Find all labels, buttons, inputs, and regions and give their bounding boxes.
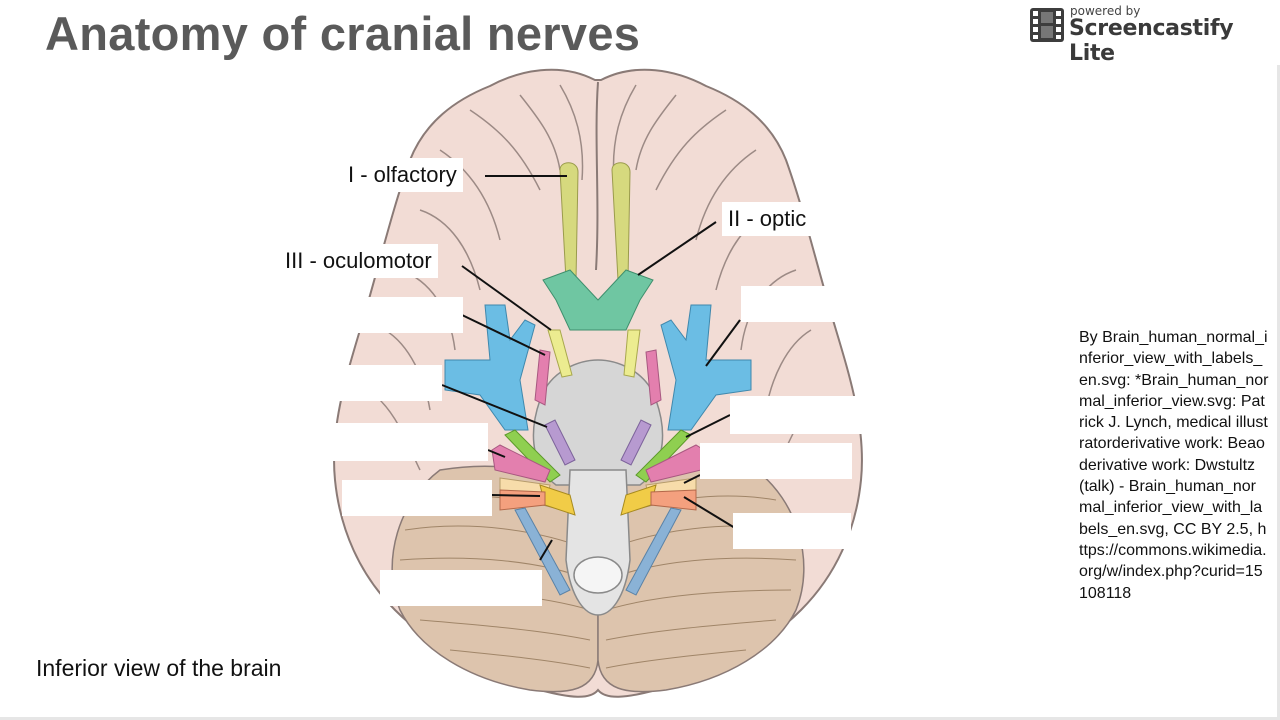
olfactory-bulb-right	[611, 162, 631, 281]
watermark-powered-by: powered by	[1070, 4, 1141, 18]
oculomotor-nerve-left	[547, 329, 573, 378]
trochlear-nerve-left	[534, 349, 551, 406]
facial-nerve-left	[491, 444, 551, 483]
leader-lines	[441, 175, 741, 561]
blank-label-box	[380, 570, 542, 606]
accessory-nerve-left	[514, 507, 571, 596]
blank-label-box	[730, 396, 866, 434]
longitudinal-fissure	[595, 81, 599, 271]
trochlear-nerve-right	[645, 349, 662, 406]
spinal-cord-section	[573, 556, 623, 594]
screencastify-watermark: powered by Screencastify Lite	[1030, 4, 1275, 66]
blank-label-box	[330, 365, 442, 401]
blank-label-box	[733, 513, 851, 549]
oculomotor-nerve-right	[623, 329, 641, 378]
blank-label-box	[342, 480, 492, 516]
trigeminal-nerve-left	[544, 419, 576, 466]
artery-right	[660, 304, 752, 431]
olfactory-bulb-left	[559, 162, 579, 281]
diagram-caption: Inferior view of the brain	[36, 655, 282, 681]
label-optic: II - optic	[722, 202, 813, 236]
label-oculomotor: III - oculomotor	[279, 244, 438, 278]
blank-label-box	[348, 297, 463, 333]
slide-border-bottom	[0, 717, 1280, 720]
artery-left	[444, 304, 536, 431]
trigeminal-nerve-right	[620, 419, 652, 466]
watermark-name: Screencastify Lite	[1069, 16, 1234, 66]
label-olfactory: I - olfactory	[342, 158, 463, 192]
slide-title: Anatomy of cranial nerves	[45, 7, 641, 60]
optic-chiasm	[542, 269, 654, 331]
blank-label-box	[700, 443, 852, 479]
accessory-nerve-right	[625, 507, 682, 596]
blank-label-box	[741, 286, 836, 322]
film-strip-icon	[1030, 8, 1064, 42]
blank-label-box	[322, 423, 488, 461]
slide-border-right	[1277, 65, 1280, 720]
image-credit: By Brain_human_normal_inferior_view_with…	[1079, 329, 1269, 602]
